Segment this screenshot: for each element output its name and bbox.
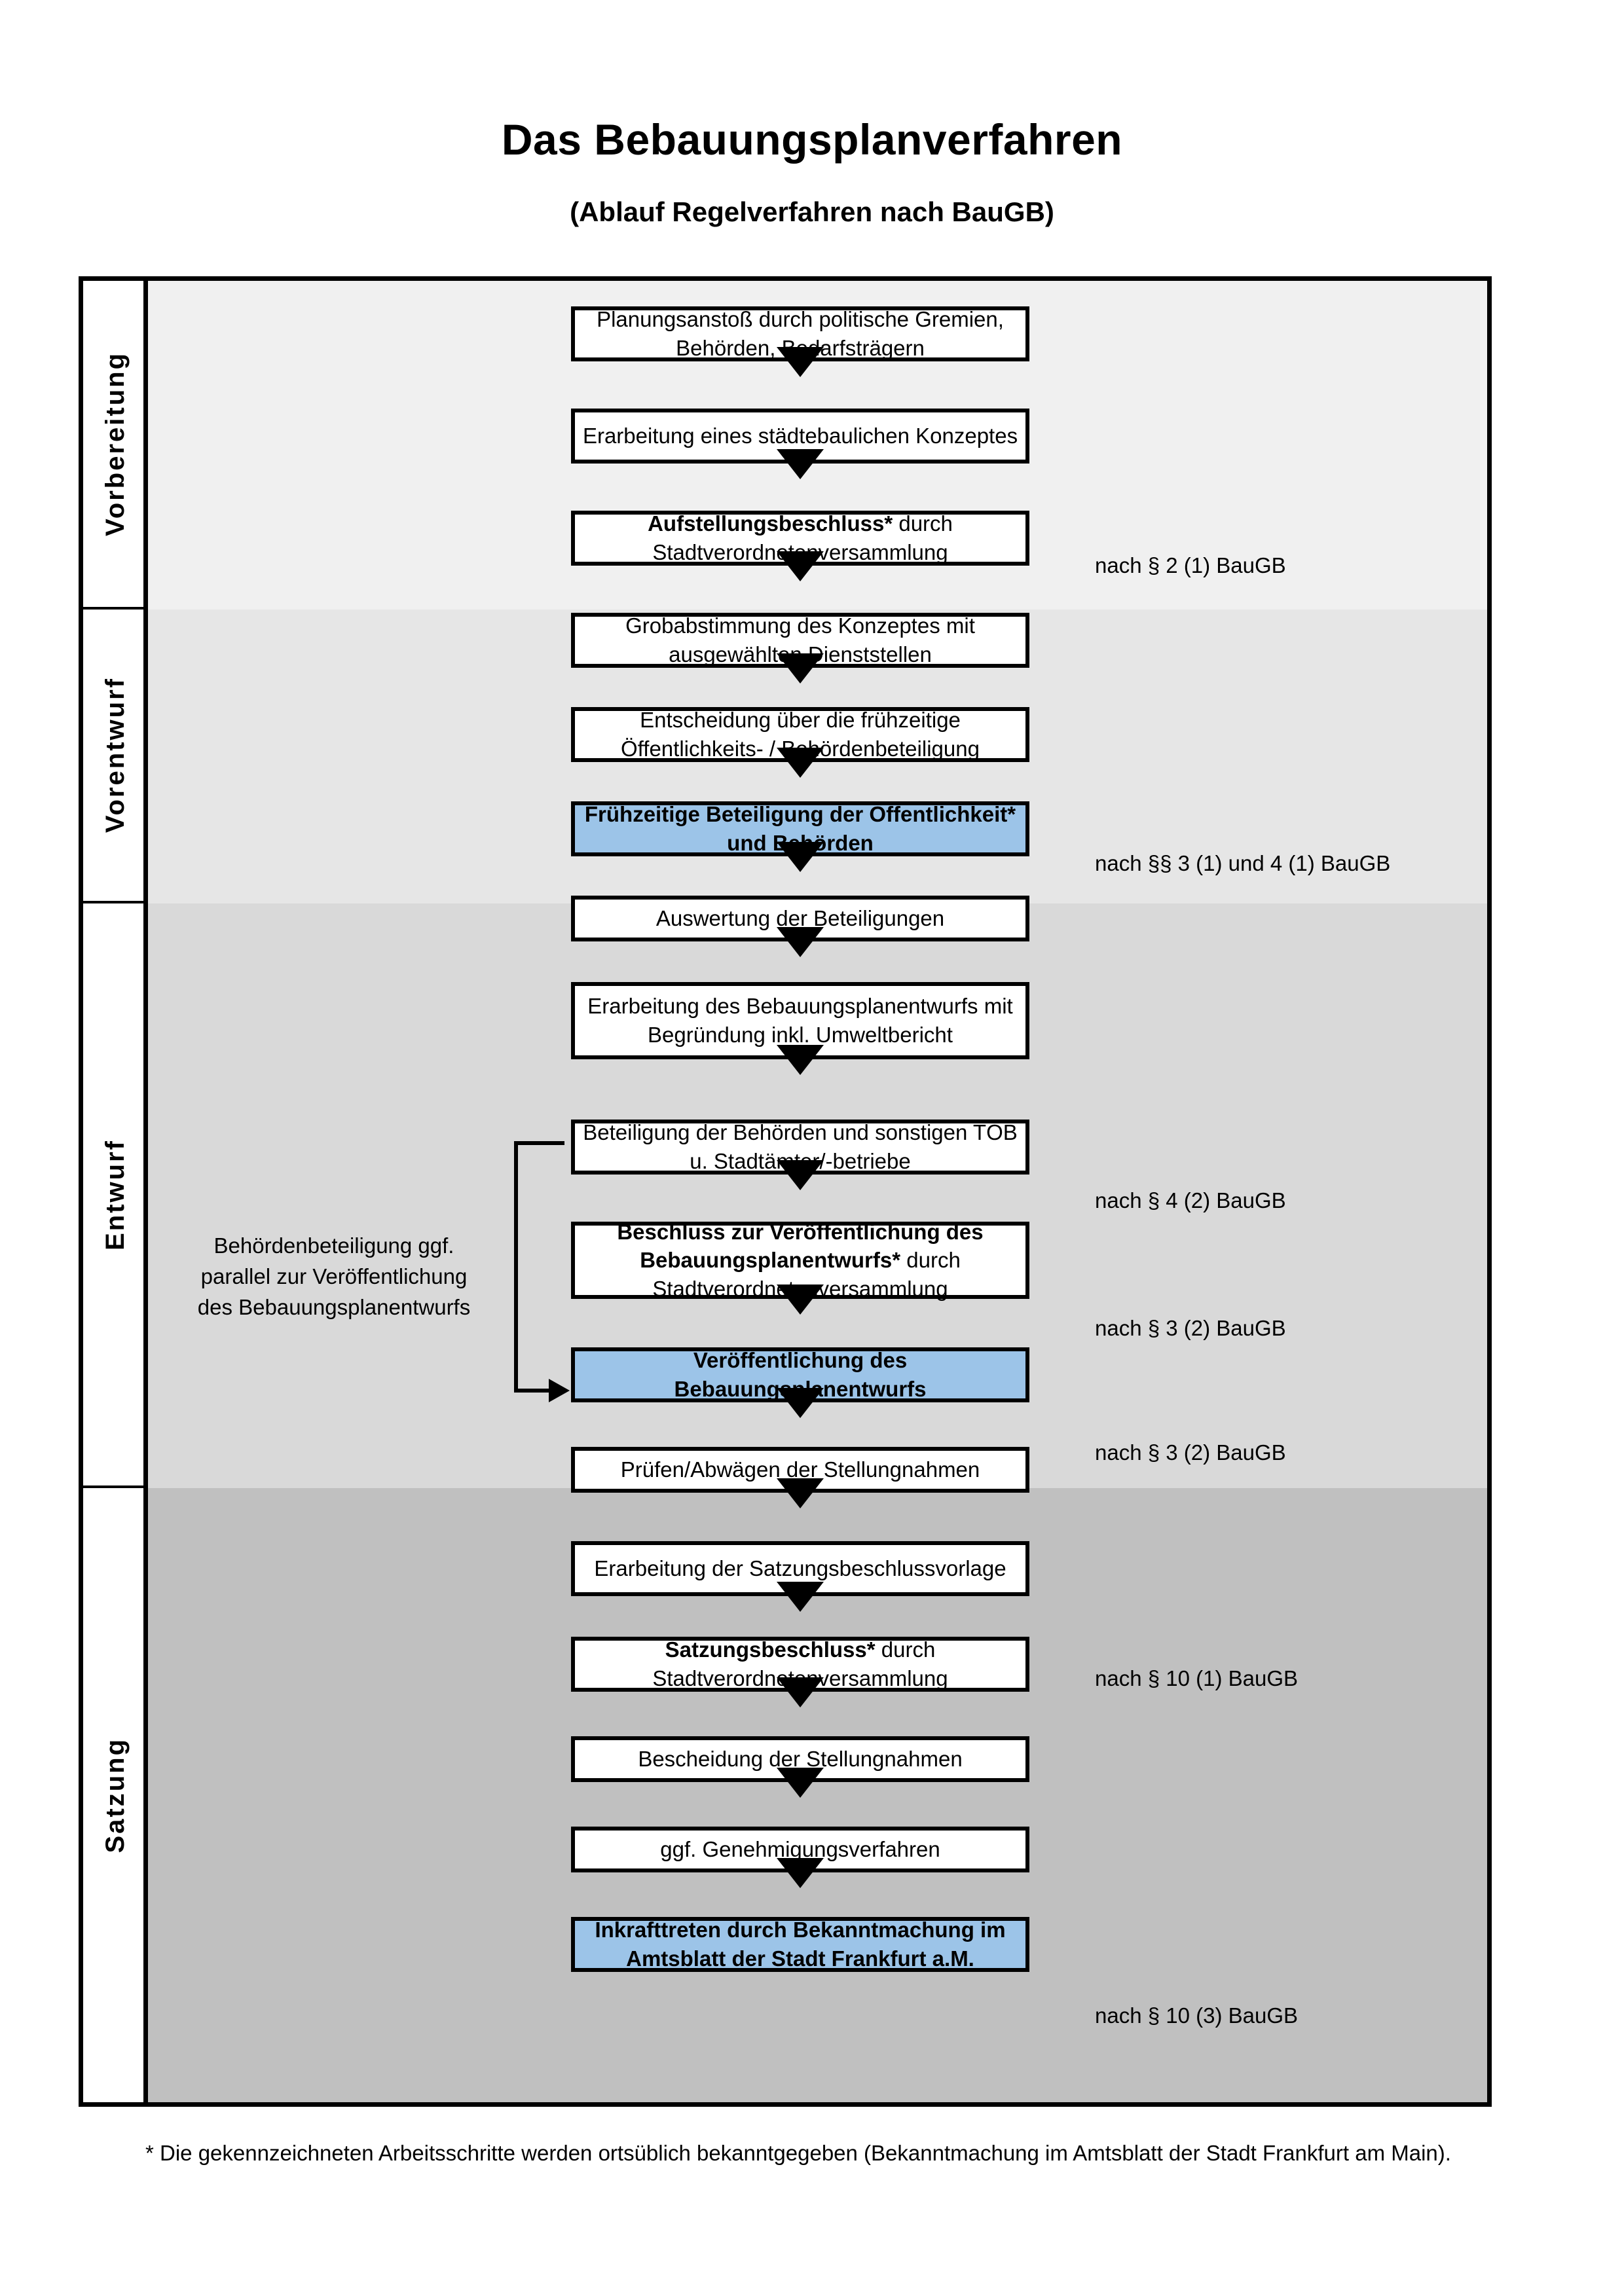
flow-arrow-s8-to-s9 <box>777 1045 824 1075</box>
phase-label-text: Vorentwurf <box>101 677 130 833</box>
process-step-label: Satzungsbeschluss* durch Stadtverordnete… <box>652 1637 948 1690</box>
page-title: Das Bebauungsplanverfahren <box>501 115 1123 164</box>
process-step-bold: Satzungsbeschluss* <box>665 1637 876 1662</box>
flow-arrow-s4-to-s5 <box>777 653 824 683</box>
legal-reference-r7: nach § 10 (3) BauGB <box>1095 2003 1299 2028</box>
flow-arrow-s15-to-s16 <box>777 1768 824 1798</box>
flow-arrow-s12-to-s13 <box>777 1478 824 1508</box>
process-step-label: Bescheidung der Stellungnahmen <box>638 1747 963 1772</box>
phase-label-entwurf: Entwurf <box>83 903 148 1488</box>
flow-arrow-s1-to-s2 <box>777 347 824 377</box>
flow-arrow-s9-to-s10 <box>777 1160 824 1190</box>
flow-arrow-s11-to-s12 <box>777 1388 824 1418</box>
phase-label-text: Entwurf <box>101 1139 130 1250</box>
page-subtitle: (Ablauf Regelverfahren nach BauGB) <box>570 196 1054 227</box>
process-step-label: Erarbeitung der Satzungsbeschlussvorlage <box>594 1556 1006 1581</box>
legal-reference-r3: nach § 4 (2) BauGB <box>1095 1188 1286 1212</box>
process-step-s16: ggf. Genehmigungsverfahren <box>571 1827 1029 1872</box>
phase-label-satzung: Satzung <box>83 1488 148 2102</box>
phase-label-text: Satzung <box>101 1737 130 1853</box>
process-step-label: Auswertung der Beteiligungen <box>655 906 945 931</box>
flow-arrow-s13-to-s14 <box>777 1582 824 1612</box>
legal-reference-r6: nach § 10 (1) BauGB <box>1095 1666 1299 1690</box>
process-step-label: Erarbeitung des Bebauungsplanentwurfs mi… <box>587 994 1013 1047</box>
legal-reference-r2: nach §§ 3 (1) und 4 (1) BauGB <box>1095 851 1391 875</box>
process-step-s11: Veröffentlichung des Bebauungsplanentwur… <box>571 1347 1029 1402</box>
process-step-s17: Inkrafttreten durch Bekanntmachung im Am… <box>571 1917 1029 1972</box>
footnote: * Die gekennzeichneten Arbeitsschritte w… <box>145 2141 1451 2165</box>
flow-arrow-s16-to-s17 <box>777 1858 824 1888</box>
legal-reference-r5: nach § 3 (2) BauGB <box>1095 1440 1286 1465</box>
flow-arrow-s14-to-s15 <box>777 1677 824 1707</box>
process-step-bold: Aufstellungsbeschluss* <box>648 511 893 536</box>
phase-label-vorentwurf: Vorentwurf <box>83 610 148 903</box>
phase-label-vorbereitung: Vorbereitung <box>83 281 148 610</box>
process-step-label: Inkrafttreten durch Bekanntmachung im Am… <box>595 1918 1006 1971</box>
flow-arrow-s10-to-s11 <box>777 1285 824 1315</box>
flow-arrow-s6-to-s7 <box>777 842 824 872</box>
process-step-label: Prüfen/Abwägen der Stellungnahmen <box>620 1457 980 1482</box>
process-step-label: ggf. Genehmigungsverfahren <box>660 1837 940 1862</box>
flow-arrow-s3-to-s4 <box>777 551 824 581</box>
flow-arrow-s7-to-s8 <box>777 927 824 957</box>
flow-arrow-s5-to-s6 <box>777 748 824 778</box>
process-step-label: Beschluss zur Veröffentlichung des Bebau… <box>617 1219 984 1301</box>
phase-label-text: Vorbereitung <box>101 352 130 536</box>
process-step-s7: Auswertung der Beteiligungen <box>571 896 1029 941</box>
process-step-bold: Beschluss zur Veröffentlichung des Bebau… <box>617 1219 984 1273</box>
legal-reference-r1: nach § 2 (1) BauGB <box>1095 553 1286 577</box>
process-step-label: Erarbeitung eines städtebaulichen Konzep… <box>582 424 1018 448</box>
parallel-process-note: Behördenbeteiligung ggf. parallel zur Ve… <box>197 1233 471 1319</box>
process-step-bold: Inkrafttreten <box>595 1918 721 1942</box>
flow-arrow-s2-to-s3 <box>777 449 824 479</box>
process-step-s10: Beschluss zur Veröffentlichung des Bebau… <box>571 1220 1029 1301</box>
legal-reference-r4: nach § 3 (2) BauGB <box>1095 1316 1286 1340</box>
